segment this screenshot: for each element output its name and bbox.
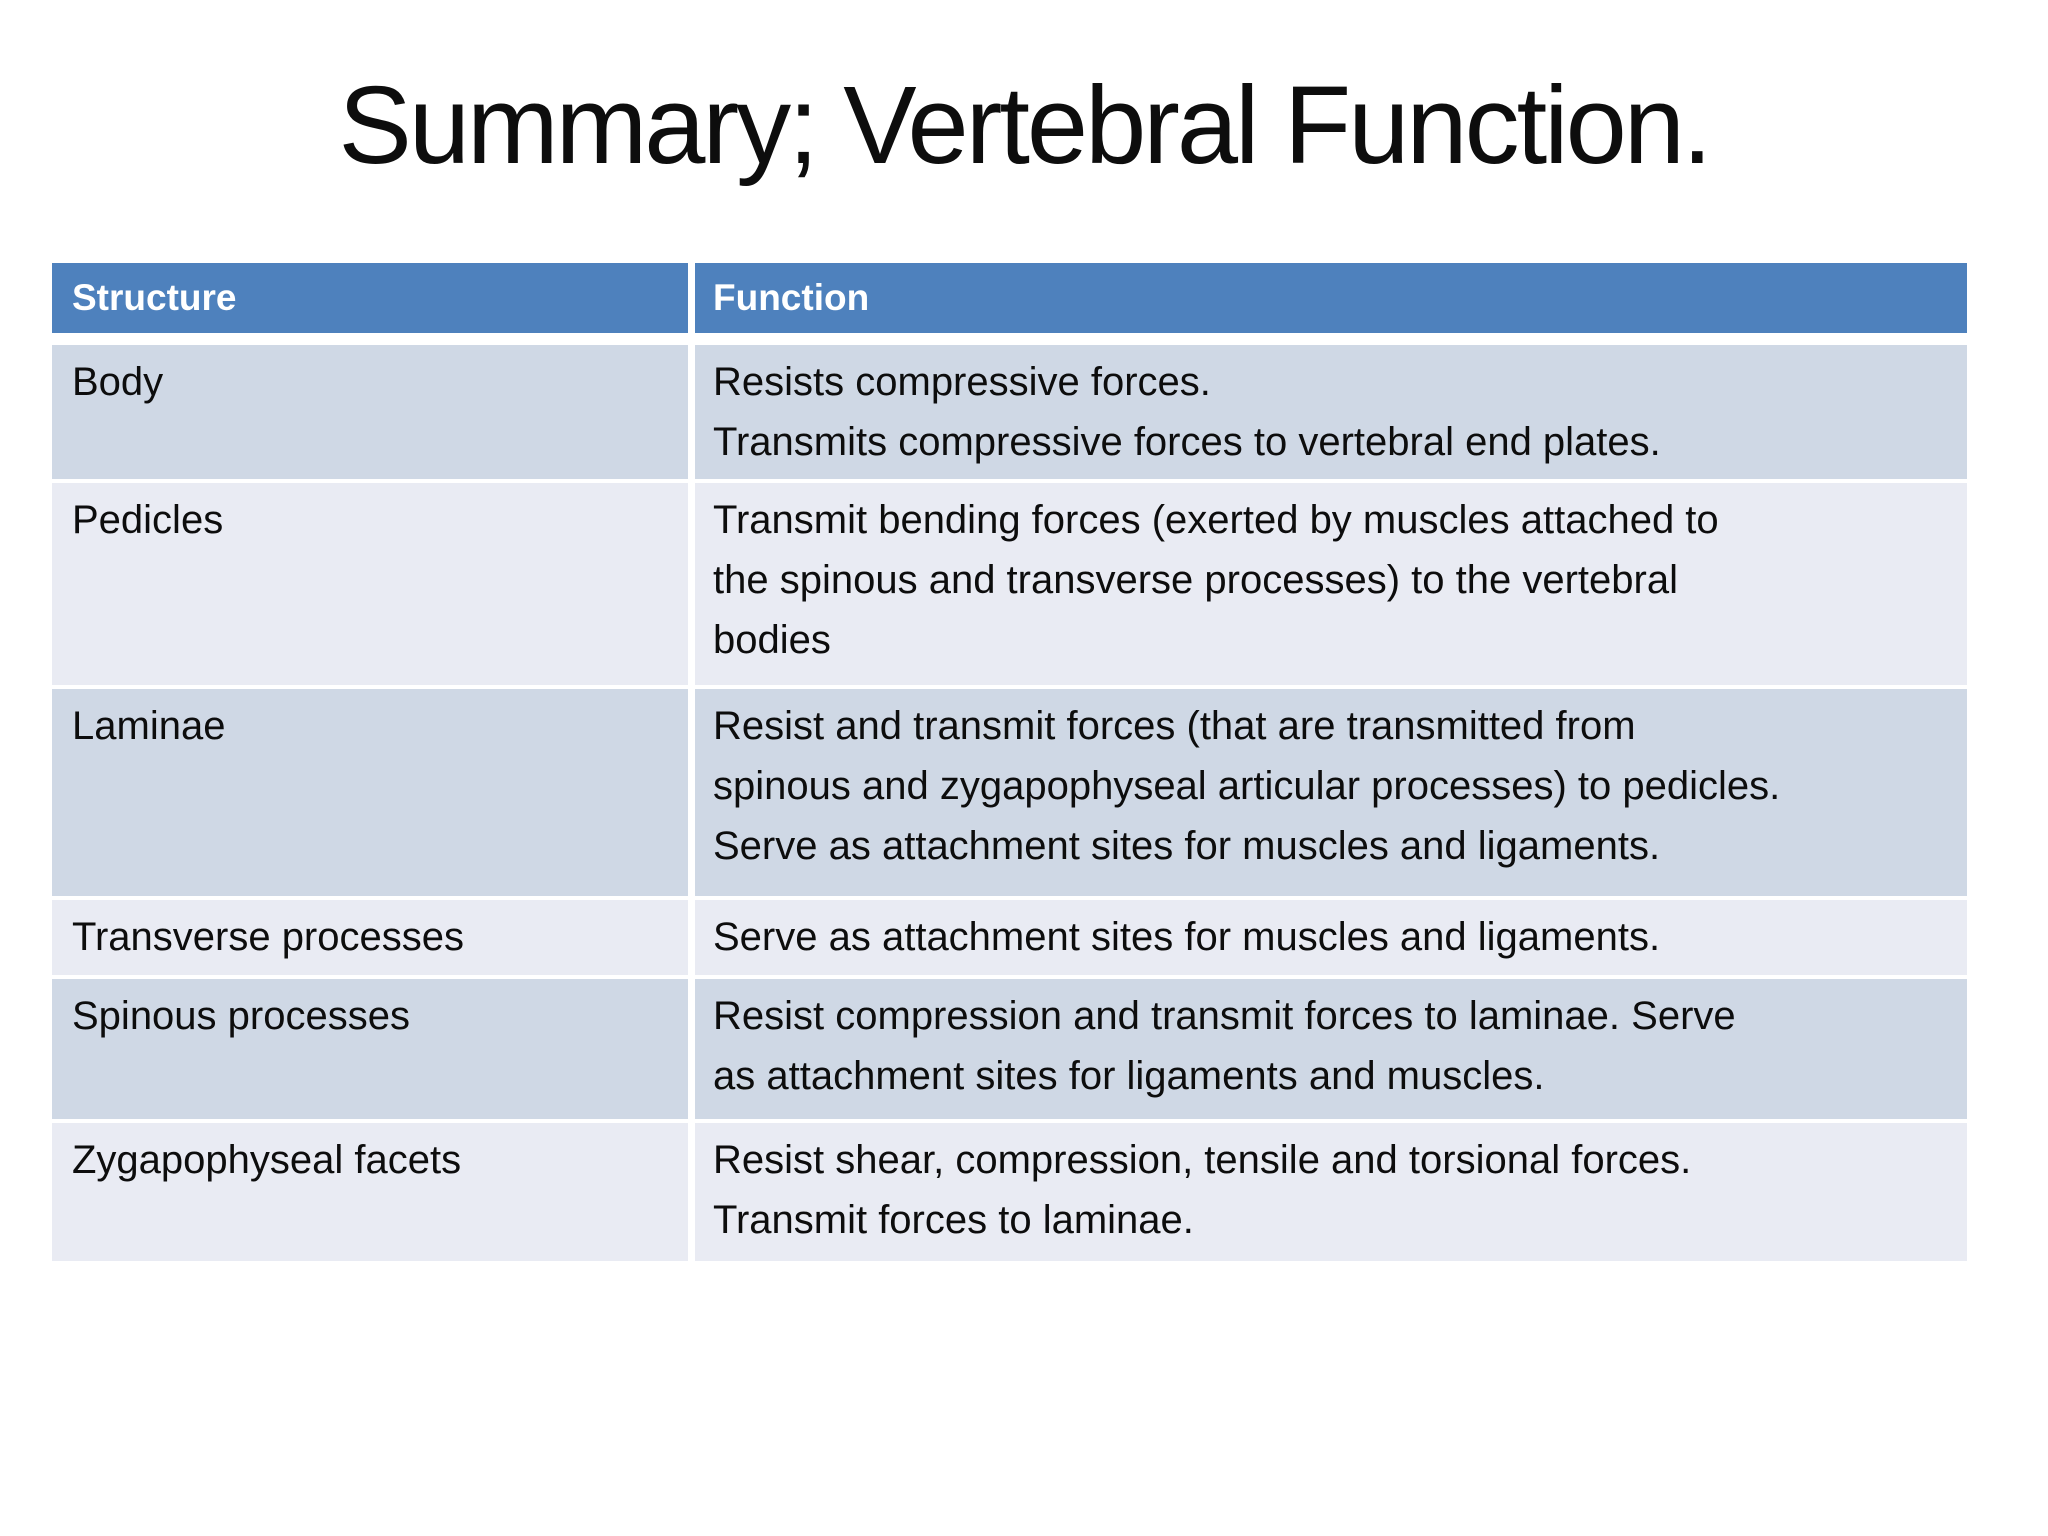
function-line: Transmit forces to laminae. [713,1198,1194,1242]
function-cell: Resist shear, compression, tensile and t… [695,1123,1967,1261]
function-line: the spinous and transverse processes) to… [713,558,1678,602]
table-row: Spinous processes Resist compression and… [52,979,1967,1119]
function-line: Resist shear, compression, tensile and t… [713,1138,1692,1182]
structure-cell: Transverse processes [52,900,688,975]
function-line: spinous and zygapophyseal articular proc… [713,764,1781,808]
function-line: Resist compression and transmit forces t… [713,994,1736,1038]
function-line: Serve as attachment sites for muscles an… [713,824,1661,868]
table-row: Pedicles Transmit bending forces (exerte… [52,483,1967,685]
function-line: Resist and transmit forces (that are tra… [713,704,1636,748]
function-cell: Serve as attachment sites for muscles an… [695,900,1967,975]
header-cell-structure: Structure [52,263,688,333]
function-line: Serve as attachment sites for muscles an… [713,915,1661,959]
structure-cell: Spinous processes [52,979,688,1119]
header-cell-function: Function [695,263,1967,333]
slide-title: Summary; Vertebral Function. [338,64,1712,187]
function-line: Transmit bending forces (exerted by musc… [713,498,1719,542]
function-cell: Resists compressive forces. Transmits co… [695,345,1967,479]
table-row: Body Resists compressive forces. Transmi… [52,345,1967,479]
table-row: Transverse processes Serve as attachment… [52,900,1967,975]
function-line: bodies [713,618,831,662]
function-cell: Resist compression and transmit forces t… [695,979,1967,1119]
structure-cell: Laminae [52,689,688,896]
structure-cell: Body [52,345,688,479]
table-row: Laminae Resist and transmit forces (that… [52,689,1967,896]
structure-cell: Zygapophyseal facets [52,1123,688,1261]
summary-table: Structure Function Body Resists compress… [52,263,1967,1261]
function-line: Transmits compressive forces to vertebra… [713,420,1661,464]
table-row: Zygapophyseal facets Resist shear, compr… [52,1123,1967,1261]
function-cell: Transmit bending forces (exerted by musc… [695,483,1967,685]
structure-cell: Pedicles [52,483,688,685]
function-line: Resists compressive forces. [713,360,1211,404]
table-header-row: Structure Function [52,263,1967,333]
function-cell: Resist and transmit forces (that are tra… [695,689,1967,896]
function-line: as attachment sites for ligaments and mu… [713,1054,1545,1098]
